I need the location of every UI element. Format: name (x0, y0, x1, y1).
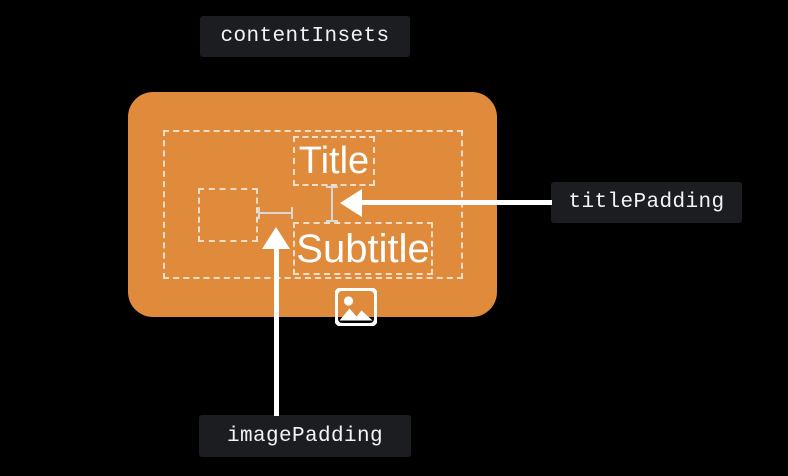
card-subtitle: Subtitle (296, 226, 430, 271)
guide-rect-image (198, 188, 258, 242)
dimension-cap-image-padding-left (258, 207, 260, 219)
dimension-cap-title-padding-top (326, 186, 338, 188)
dimension-line-title-padding (331, 186, 333, 222)
label-content-insets-text: contentInsets (220, 25, 390, 48)
arrow-head-image-padding (262, 227, 290, 249)
arrow-shaft-title-padding (362, 200, 552, 205)
card-title: Title (298, 140, 370, 182)
dimension-cap-title-padding-bottom (326, 220, 338, 222)
label-image-padding: imagePadding (199, 415, 411, 457)
dimension-cap-image-padding-right (291, 207, 293, 219)
photo-placeholder-icon (335, 288, 377, 326)
guide-rect-title (293, 136, 375, 186)
label-title-padding: titlePadding (551, 182, 742, 223)
arrow-shaft-image-padding (274, 249, 279, 416)
label-image-padding-text: imagePadding (226, 424, 384, 448)
arrow-head-title-padding (340, 189, 362, 217)
label-title-padding-text: titlePadding (568, 191, 725, 214)
guide-rect-subtitle (293, 222, 433, 275)
dimension-line-image-padding (258, 212, 293, 214)
label-content-insets: contentInsets (200, 16, 410, 57)
